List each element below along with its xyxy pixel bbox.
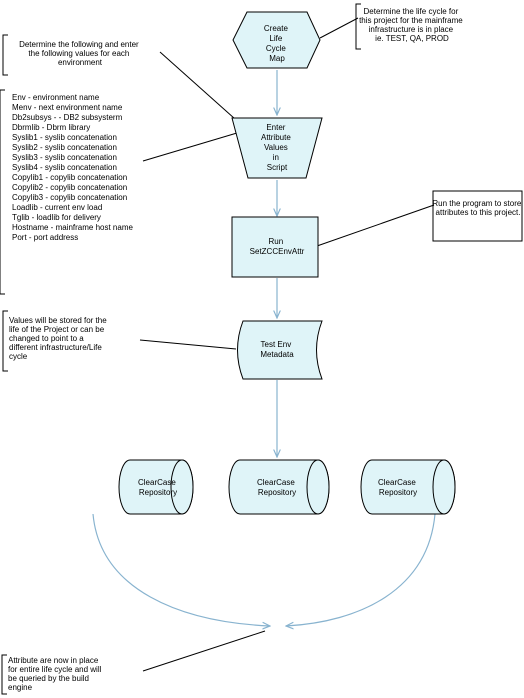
stored-values-note: Values will be stored for the life of th…: [9, 316, 109, 361]
determine-values-note: Determine the following and enter the fo…: [19, 40, 141, 67]
note-bracket-lifecycle: [355, 3, 361, 50]
clearcase-repository-center: [228, 459, 330, 515]
leader-line-lifecycle: [319, 17, 359, 39]
attributes-in-place-note: Attribute are now in place for entire li…: [8, 656, 104, 692]
flow-curve-right-repo: [286, 513, 436, 626]
note-bracket-attributes: [1, 654, 7, 695]
run-program-note: Run the program to store attributes to t…: [432, 199, 523, 217]
leader-line-determine: [159, 51, 245, 128]
note-bracket-determine: [2, 34, 8, 76]
leader-line-run-program: [316, 204, 435, 247]
create-lifecycle-map-label: Create Life Cycle Map: [264, 24, 290, 63]
enter-attribute-values-node: [231, 117, 323, 179]
flow-curve-left-repo: [92, 513, 270, 626]
leader-line-env-list: [142, 129, 248, 162]
environment-values-list: Env - environment name Menv - next envir…: [12, 93, 135, 242]
note-box-run-program: [432, 190, 523, 242]
run-program-label: Run SetZCCEnvAttr: [250, 237, 305, 256]
leader-line-attributes: [142, 630, 266, 672]
clearcase-repository-center-label: ClearCase Repository: [257, 478, 297, 497]
clearcase-repository-left: [118, 459, 194, 515]
create-lifecycle-map-node: [232, 11, 321, 69]
clearcase-repository-right-label: ClearCase Repository: [378, 478, 418, 497]
enter-attribute-values-label: Enter Attribute Values in Script: [261, 123, 293, 172]
lifecycle-note: Determine the life cycle for this projec…: [359, 7, 465, 43]
note-bracket-env-list: [0, 89, 5, 295]
leader-line-stored-values: [139, 339, 237, 350]
clearcase-repository-left-label: ClearCase Repository: [138, 478, 178, 497]
run-program-node: [231, 216, 319, 278]
clearcase-repository-right: [360, 459, 456, 515]
test-env-metadata-label: Test Env Metadata: [260, 340, 294, 359]
note-bracket-stored-values: [2, 310, 8, 372]
test-env-metadata-node: [237, 320, 323, 380]
